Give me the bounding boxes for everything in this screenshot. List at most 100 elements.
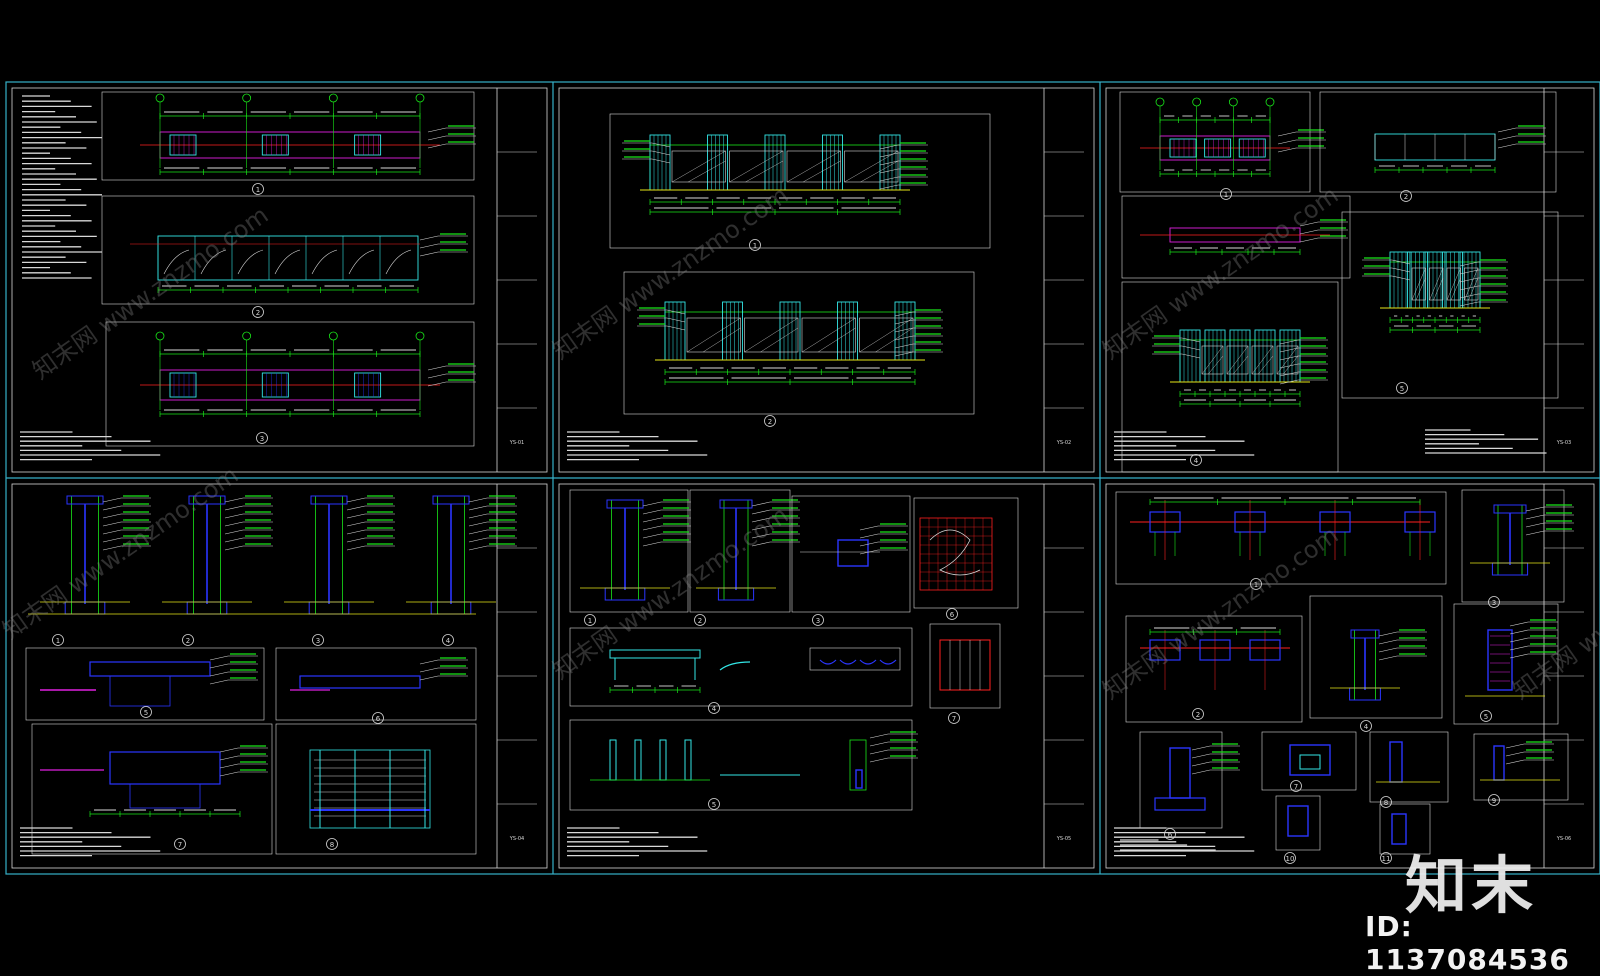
edge-detail	[1376, 741, 1440, 783]
detail-marker-number: 3	[316, 637, 320, 645]
dimension-line	[159, 167, 421, 175]
pier-detail	[1465, 619, 1558, 697]
detail-marker: 3	[1488, 596, 1500, 608]
wall-elevation	[637, 301, 943, 385]
detail-marker-number: 5	[712, 801, 716, 809]
detail-marker-number: 10	[1286, 855, 1295, 863]
bollard-elevations	[590, 731, 918, 791]
wall-plan	[140, 331, 476, 417]
detail-marker-number: 4	[446, 637, 451, 645]
dimension-line	[1179, 389, 1301, 397]
detail-marker-number: 4	[1194, 457, 1199, 465]
leader-callouts	[1459, 259, 1508, 307]
dimension-line	[1389, 325, 1481, 333]
leader-callouts	[219, 745, 268, 777]
paving-pattern	[919, 517, 993, 591]
leader-callouts	[879, 142, 928, 190]
curb-detail	[1480, 741, 1560, 781]
leader-callouts	[419, 657, 468, 681]
coping-detail	[40, 653, 258, 707]
detail-marker: 4	[1360, 720, 1372, 732]
detail-marker-number: 2	[186, 637, 190, 645]
footing-detail	[1154, 743, 1240, 811]
detail-marker: 9	[1488, 794, 1500, 806]
sheet-number: YS-04	[509, 836, 524, 842]
leader-callouts	[346, 495, 395, 551]
detail-marker: 11	[1380, 852, 1392, 864]
detail-marker-number: 7	[178, 841, 182, 849]
dimension-line	[159, 111, 421, 119]
detail-marker-number: 7	[952, 715, 956, 723]
image-id-label: ID: 1137084536	[1365, 910, 1570, 976]
detail-marker: 7	[948, 712, 960, 724]
detail-marker-number: 11	[1382, 855, 1391, 863]
leader-callouts	[751, 499, 800, 547]
detail-marker-number: 6	[1168, 831, 1173, 839]
detail-marker-number: 8	[330, 841, 334, 849]
section-detail	[40, 495, 151, 615]
sheet-number: YS-03	[1556, 440, 1571, 446]
detail-marker-number: 2	[768, 418, 772, 426]
detail-marker: 1	[1220, 188, 1232, 200]
cap-detail	[290, 657, 468, 691]
wall-elevation	[1152, 329, 1328, 407]
detail-marker-number: 9	[1492, 797, 1496, 805]
detail-marker-number: 3	[1492, 599, 1496, 607]
wall-elevation	[622, 134, 928, 215]
anchor-detail	[1391, 813, 1407, 845]
leader-callouts	[1378, 629, 1427, 661]
sheet-number: YS-01	[509, 440, 524, 446]
foundation-plan-2	[1140, 627, 1290, 690]
detail-marker-number: 4	[1364, 723, 1369, 731]
detail-marker-number: 2	[698, 617, 702, 625]
leader-callouts	[894, 309, 943, 357]
detail-marker-number: 1	[1224, 191, 1228, 199]
detail-marker: 2	[1192, 708, 1204, 720]
detail-marker-number: 5	[1400, 385, 1404, 393]
railing-elevation	[309, 749, 431, 829]
detail-marker-number: 1	[1254, 581, 1258, 589]
detail-marker-number: 5	[1484, 713, 1488, 721]
leader-callouts	[1279, 337, 1328, 385]
dimension-line	[1389, 315, 1481, 323]
dimension-line	[649, 207, 901, 215]
note-text-block	[567, 827, 708, 857]
detail-marker: 6	[946, 608, 958, 620]
detail-marker: 4	[442, 634, 454, 646]
leader-callouts	[1299, 219, 1348, 243]
detail-marker: 5	[1480, 710, 1492, 722]
detail-marker: 2	[764, 415, 776, 427]
detail-marker-number: 8	[1384, 799, 1388, 807]
detail-marker-number: 3	[260, 435, 264, 443]
dimension-line	[1149, 627, 1281, 635]
znzmo-logo: 知末	[1405, 849, 1538, 922]
detail-marker-number: 6	[376, 715, 381, 723]
detail-marker: 8	[1380, 796, 1392, 808]
title-block	[1043, 88, 1084, 472]
dimension-line	[1179, 399, 1301, 407]
wall-plan	[140, 93, 476, 175]
detail-marker-number: 1	[56, 637, 60, 645]
drawing-sheet-3: YS-03 1 2 4 5	[1105, 87, 1595, 473]
detail-marker: 1	[252, 183, 264, 195]
detail-marker: 5	[708, 798, 720, 810]
detail-marker-number: 2	[1404, 193, 1408, 201]
wall-plan-2	[1374, 125, 1546, 173]
leader-callouts	[1191, 743, 1240, 775]
base-detail	[40, 745, 268, 817]
note-text-block	[22, 95, 102, 279]
detail-marker: 6	[1164, 828, 1176, 840]
post-detail	[1287, 805, 1309, 837]
note-text-block	[1114, 431, 1255, 461]
leader-callouts	[869, 731, 918, 763]
detail-marker-number: 7	[1294, 783, 1298, 791]
detail-marker-number: 6	[950, 611, 955, 619]
detail-marker: 2	[1400, 190, 1412, 202]
section-detail	[1330, 629, 1427, 701]
